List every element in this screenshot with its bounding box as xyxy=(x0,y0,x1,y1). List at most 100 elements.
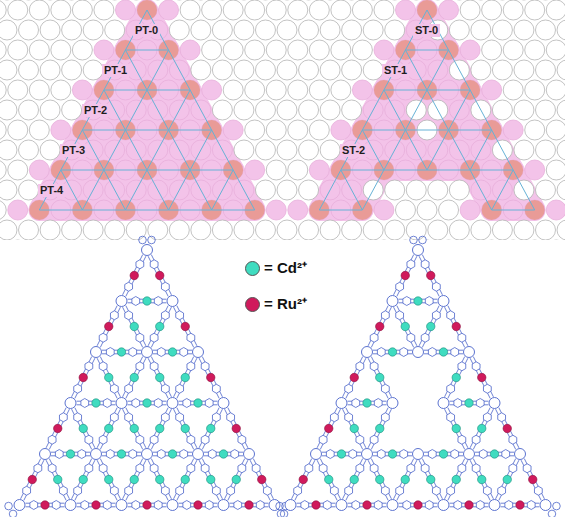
white-sphere xyxy=(223,0,243,20)
cd-ion xyxy=(181,424,189,432)
cd-ion xyxy=(207,424,215,432)
terminal-loop xyxy=(5,502,13,510)
cd-ion xyxy=(503,475,511,483)
white-sphere xyxy=(126,220,146,240)
ligand-core xyxy=(413,449,424,460)
cd-ion xyxy=(337,450,345,458)
white-sphere xyxy=(212,220,232,240)
pyridine-ring xyxy=(136,333,144,342)
white-sphere xyxy=(266,40,286,60)
cd-ion xyxy=(130,475,138,483)
white-sphere xyxy=(255,20,275,40)
pyridine-ring xyxy=(256,501,264,510)
pyridine-ring xyxy=(381,311,389,320)
lattice-line xyxy=(212,210,255,211)
white-sphere xyxy=(471,220,491,240)
ligand-core xyxy=(413,245,424,256)
lattice-line xyxy=(147,170,169,210)
terminal-loop xyxy=(419,236,427,244)
pink-sphere xyxy=(180,40,200,60)
white-sphere xyxy=(331,80,351,100)
white-sphere xyxy=(234,220,254,240)
white-sphere xyxy=(288,80,308,100)
ligand-core xyxy=(142,245,153,256)
pyridine-ring xyxy=(125,282,133,291)
cd-ion xyxy=(207,475,215,483)
pyridine-ring xyxy=(234,501,242,510)
pyridine-ring xyxy=(483,413,491,422)
white-sphere xyxy=(503,0,523,20)
pyridine-ring xyxy=(176,384,184,393)
terminal-loop xyxy=(280,510,288,517)
pyridine-ring xyxy=(403,297,411,306)
pyridine-ring xyxy=(509,435,517,444)
lattice-line xyxy=(190,170,212,210)
pyridine-ring xyxy=(396,311,404,320)
ru-ion xyxy=(143,501,151,509)
white-sphere xyxy=(0,20,17,40)
pyridine-ring xyxy=(106,450,114,459)
pyridine-ring xyxy=(110,311,118,320)
white-sphere xyxy=(29,0,49,20)
pyridine-ring xyxy=(425,297,433,306)
ligand-core xyxy=(244,449,255,460)
pyridine-ring xyxy=(227,486,235,495)
cd-ion xyxy=(105,373,113,381)
white-sphere xyxy=(482,40,502,60)
white-sphere xyxy=(546,120,565,140)
ru-ion xyxy=(376,322,384,330)
pink-sphere xyxy=(460,40,480,60)
pyridine-ring xyxy=(48,435,56,444)
white-sphere xyxy=(202,0,222,20)
pyridine-ring xyxy=(472,464,480,473)
ligand-core xyxy=(387,398,398,409)
pyridine-ring xyxy=(48,464,56,473)
white-sphere xyxy=(8,0,28,20)
pink-sphere xyxy=(8,200,28,220)
pyridine-ring xyxy=(454,399,462,408)
cd-ion xyxy=(130,322,138,330)
white-sphere xyxy=(0,40,6,60)
ligand-core xyxy=(540,500,551,511)
pyridine-ring xyxy=(352,501,360,510)
lattice-line xyxy=(169,170,191,210)
pyridine-ring xyxy=(231,450,239,459)
terminal-loop xyxy=(276,502,284,510)
ru-ion xyxy=(79,373,87,381)
pyridine-ring xyxy=(370,362,378,371)
pyridine-ring xyxy=(103,399,111,408)
pink-sphere xyxy=(374,200,394,220)
white-sphere xyxy=(288,120,308,140)
ligand-core xyxy=(167,398,178,409)
callout-label: PT-4 xyxy=(38,184,65,197)
white-sphere xyxy=(255,100,275,120)
pyridine-ring xyxy=(136,464,144,473)
pyridine-ring xyxy=(201,464,209,473)
white-sphere xyxy=(8,40,28,60)
white-sphere xyxy=(105,220,125,240)
pyridine-ring xyxy=(447,486,455,495)
cd-ion xyxy=(219,450,227,458)
lattice-line xyxy=(104,170,126,210)
pyridine-ring xyxy=(74,413,82,422)
pyridine-ring xyxy=(319,464,327,473)
pyridine-ring xyxy=(30,501,38,510)
white-sphere xyxy=(320,60,340,80)
white-sphere xyxy=(19,180,39,200)
cd-ion xyxy=(105,424,113,432)
pyridine-ring xyxy=(396,282,404,291)
pyridine-ring xyxy=(407,260,415,269)
pyridine-ring xyxy=(154,399,162,408)
pyridine-ring xyxy=(34,464,42,473)
pyridine-ring xyxy=(421,333,429,342)
white-sphere xyxy=(72,40,92,60)
white-sphere xyxy=(277,100,297,120)
pyridine-ring xyxy=(78,450,86,459)
pyridine-ring xyxy=(238,435,246,444)
pyridine-ring xyxy=(110,384,118,393)
pink-sphere xyxy=(202,80,222,100)
white-sphere xyxy=(352,0,372,20)
white-sphere xyxy=(449,180,469,200)
cd-ion xyxy=(478,475,486,483)
pyridine-ring xyxy=(212,384,220,393)
